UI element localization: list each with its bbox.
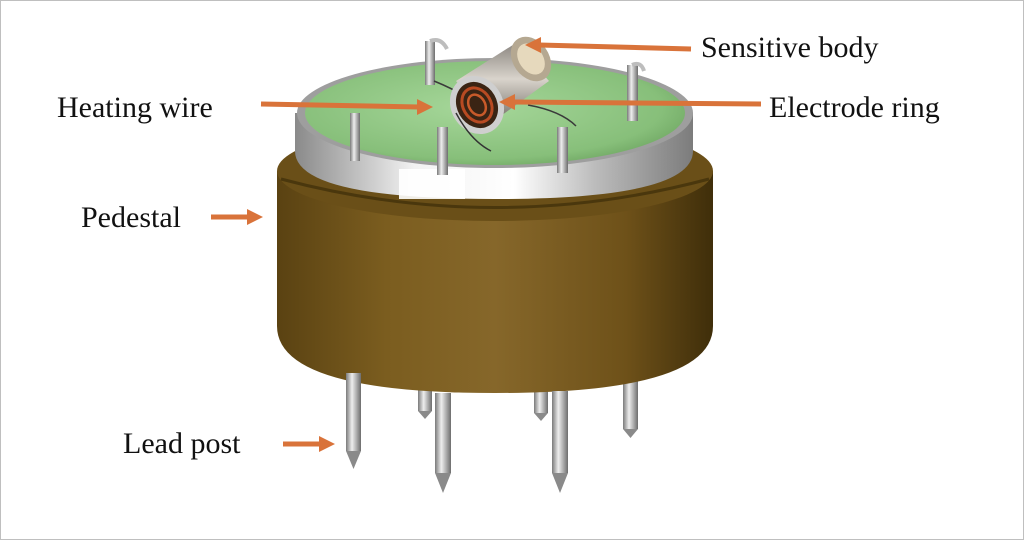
label-heating-wire: Heating wire [57,91,213,124]
label-electrode-ring: Electrode ring [769,91,940,124]
sensitive-body-tube [449,36,552,152]
arrow-electrode-ring [499,94,762,110]
lead-posts-front [346,373,568,493]
arrow-pedestal [211,209,263,225]
arrow-heating-wire [260,99,433,115]
label-lead-post: Lead post [123,427,241,460]
label-pedestal: Pedestal [81,201,181,234]
arrow-lead-post [283,436,335,452]
callout-arrows [211,37,762,452]
label-sensitive-body: Sensitive body [701,31,879,64]
arrow-sensitive-body [525,37,692,53]
